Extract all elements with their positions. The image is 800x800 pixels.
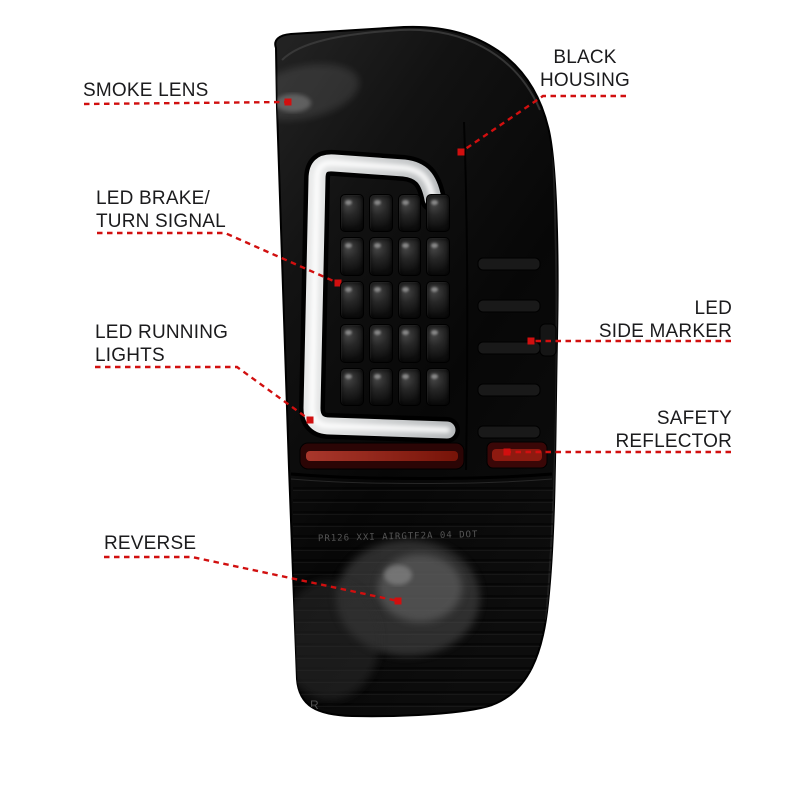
callout-label-led-brake-turn-signal: LED BRAKE/ TURN SIGNAL: [96, 187, 226, 233]
callout-marker-led-running: [306, 416, 314, 424]
callout-label-black-housing: BLACK HOUSING: [528, 46, 642, 92]
callout-label-reverse: REVERSE: [104, 532, 196, 555]
safety-reflector-strip: [486, 441, 548, 469]
label-line: SIDE MARKER: [598, 321, 732, 342]
lens-glare-small: [275, 94, 311, 112]
horizontal-seam: [290, 472, 553, 480]
callout-markers: [284, 98, 535, 605]
side-slats: [477, 257, 541, 439]
led-cell: [368, 367, 393, 406]
led-cell: [426, 280, 450, 320]
callout-marker-smoke-lens: [284, 98, 292, 106]
led-cell: [426, 324, 450, 363]
label-line: LED BRAKE/: [96, 188, 210, 209]
led-cell: [397, 324, 422, 363]
label-line: REFLECTOR: [615, 431, 732, 452]
led-cell: [340, 194, 364, 233]
callout-lines: [83, 94, 731, 603]
led-cell: [397, 280, 422, 320]
callout-marker-reverse: [394, 597, 402, 605]
callout-line-black-housing: [460, 94, 626, 153]
led-cell: [426, 237, 450, 276]
vertical-seam: [463, 121, 469, 471]
led-cell: [397, 194, 422, 233]
label-line: BLACK: [553, 47, 617, 68]
led-cell: [368, 280, 393, 320]
reverse-lens-hotspot: [384, 565, 412, 585]
led-cell: [340, 324, 364, 363]
lower-left-sheen: [280, 580, 380, 700]
label-line: LED RUNNING: [95, 322, 229, 343]
label-line: REVERSE: [104, 533, 197, 554]
led-cell: [397, 237, 422, 276]
callout-marker-safety-reflector: [503, 448, 511, 456]
callout-marker-black-housing: [457, 148, 465, 156]
led-cell: [397, 367, 422, 406]
label-line: LIGHTS: [95, 345, 165, 366]
label-line: LED: [694, 298, 732, 319]
led-cell: [340, 237, 364, 276]
lens-code-text: PR126 XXI AIRGTF2A 04 DOT: [318, 530, 479, 544]
led-brake-grid: [340, 194, 450, 406]
callout-marker-led-brake: [334, 279, 342, 287]
top-rim-highlight: [281, 28, 541, 111]
callout-label-led-running-lights: LED RUNNING LIGHTS: [95, 321, 228, 367]
label-line: SMOKE LENS: [83, 80, 209, 101]
led-cell: [426, 367, 450, 406]
side-letter-text: R: [310, 698, 319, 712]
callout-label-smoke-lens: SMOKE LENS: [83, 79, 209, 102]
callout-label-led-side-marker: LED SIDE MARKER: [599, 297, 732, 343]
led-cell: [340, 367, 364, 406]
callout-marker-side-marker: [527, 337, 535, 345]
led-cell: [368, 194, 393, 233]
callout-line-led-brake: [97, 231, 339, 285]
callout-line-smoke-lens: [83, 100, 289, 106]
callout-line-led-running: [95, 365, 311, 421]
label-line: TURN SIGNAL: [96, 211, 226, 232]
label-line: HOUSING: [539, 70, 631, 91]
callout-label-safety-reflector: SAFETY REFLECTOR: [615, 407, 732, 453]
led-cell: [340, 280, 364, 320]
led-cell: [368, 324, 393, 363]
horizontal-seam-highlight: [290, 478, 553, 484]
label-line: SAFETY: [656, 408, 732, 429]
running-light-reflector: [299, 442, 465, 470]
led-cell: [426, 194, 450, 233]
led-light-bar: [299, 149, 460, 443]
reverse-lens-glow-inner: [378, 554, 462, 622]
led-cell: [368, 237, 393, 276]
